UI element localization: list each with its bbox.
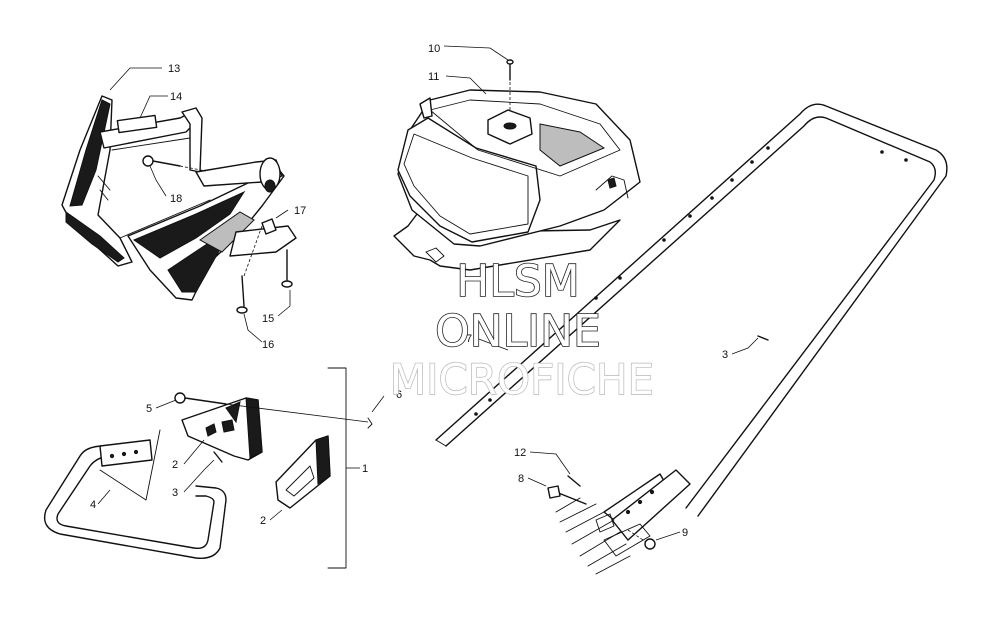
callout-3-bar: 3 bbox=[722, 349, 728, 361]
callout-4: 4 bbox=[90, 499, 96, 511]
leader-lines bbox=[97, 45, 759, 541]
callout-14: 14 bbox=[170, 91, 182, 103]
lower-bumper-assembly bbox=[43, 367, 373, 569]
storage-bag bbox=[393, 59, 641, 271]
callout-5: 5 bbox=[146, 403, 152, 415]
watermark-line-1: HLSM bbox=[456, 256, 580, 307]
callout-7: 7 bbox=[466, 333, 472, 345]
callout-labels: 13 14 18 17 15 16 10 11 7 3 5 6 2 3 4 1 … bbox=[90, 43, 728, 539]
callout-3-lower: 3 bbox=[172, 487, 178, 499]
callout-8: 8 bbox=[518, 473, 524, 485]
grab-bar bbox=[435, 103, 948, 575]
callout-16: 16 bbox=[262, 339, 274, 351]
watermark-line-2: ONLINE bbox=[435, 306, 601, 357]
callout-12: 12 bbox=[514, 447, 526, 459]
front-bumper-assembly bbox=[61, 95, 297, 301]
callout-1: 1 bbox=[362, 463, 368, 475]
callout-13: 13 bbox=[168, 63, 180, 75]
hardware-bumper bbox=[116, 114, 293, 314]
callout-9: 9 bbox=[682, 527, 688, 539]
callout-18: 18 bbox=[170, 193, 182, 205]
callout-2-upper: 2 bbox=[172, 459, 178, 471]
watermark: HLSM ONLINE MICROFICHE bbox=[389, 255, 655, 405]
callout-2-lower: 2 bbox=[260, 515, 266, 527]
callout-10: 10 bbox=[428, 43, 440, 55]
callout-6: 6 bbox=[396, 389, 402, 401]
callout-17: 17 bbox=[294, 205, 306, 217]
callout-15: 15 bbox=[262, 313, 274, 325]
callout-11: 11 bbox=[428, 71, 439, 83]
watermark-line-3: MICROFICHE bbox=[390, 355, 654, 404]
